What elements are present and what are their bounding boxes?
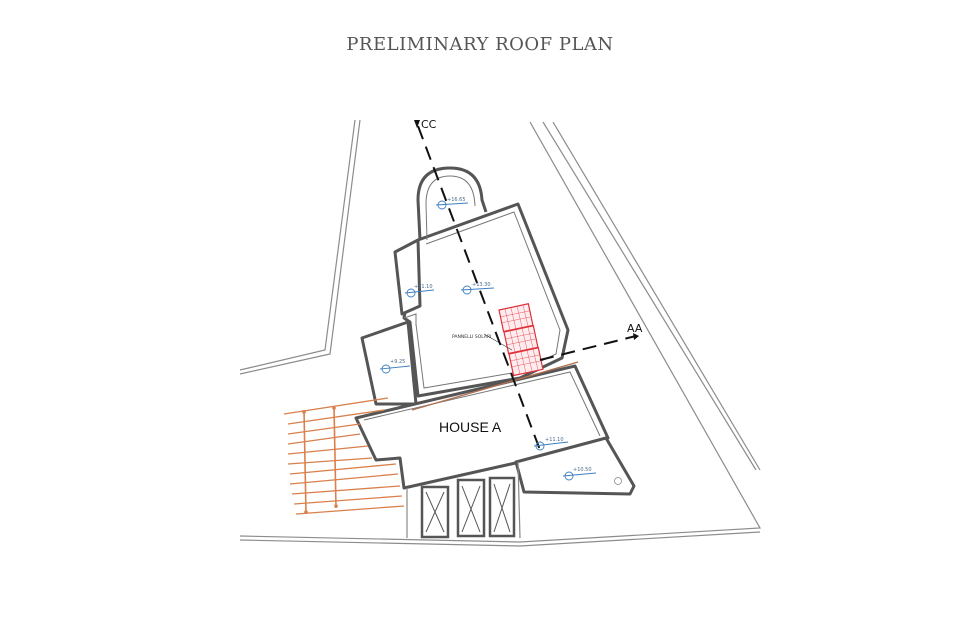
section-aa-label: AA [627, 322, 643, 335]
level-marker-main: +13.30 [460, 282, 495, 295]
level-marker-right: +10.50 [562, 467, 597, 481]
section-cc: CC [414, 118, 541, 451]
svg-text:+11.10: +11.10 [545, 437, 564, 443]
level-marker-left-lower: +9.25 [379, 359, 411, 374]
house-a-block [354, 364, 610, 490]
svg-text:+10.50: +10.50 [573, 467, 592, 473]
svg-text:+9.25: +9.25 [390, 359, 405, 365]
house-a-label: HOUSE A [439, 419, 502, 435]
solar-label: PANNELLI SOLARI [452, 333, 513, 351]
site-boundary [239, 119, 761, 547]
solar-panel-label: PANNELLI SOLARI [452, 334, 491, 340]
level-markers: +16.65 +13.30 +11.10 +9.25 +11.10 +10.50 [379, 197, 597, 481]
left-wing-upper [393, 238, 422, 316]
section-aa: AA [539, 322, 643, 361]
section-cc-label: CC [421, 118, 437, 131]
level-marker-house: +11.10 [533, 437, 569, 451]
solar-panels [498, 303, 544, 377]
left-wing-lower [360, 320, 418, 406]
level-marker-left-upper: +11.10 [404, 284, 435, 298]
page-title: PRELIMINARY ROOF PLAN [346, 34, 614, 55]
roof-edge-line [411, 361, 579, 411]
building-walls [354, 166, 636, 496]
right-block [514, 436, 636, 496]
svg-text:+13.30: +13.30 [472, 282, 491, 288]
drain-point [614, 477, 622, 485]
pergola [283, 397, 405, 515]
carport-bays [406, 461, 521, 539]
svg-text:+16.65: +16.65 [447, 197, 466, 203]
svg-text:+11.10: +11.10 [414, 284, 433, 290]
level-marker-tower: +16.65 [435, 197, 469, 210]
